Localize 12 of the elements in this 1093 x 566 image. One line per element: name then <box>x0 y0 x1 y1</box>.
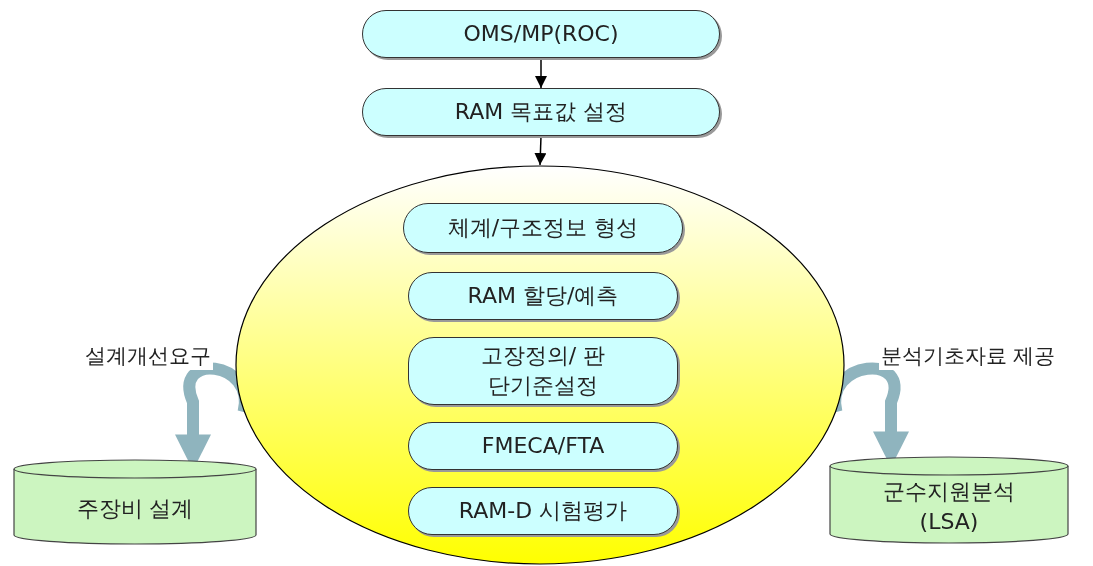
process-box: 고장정의/ 판단기준설정 <box>408 337 678 405</box>
arrow <box>535 57 547 89</box>
process-box: FMECA/FTA <box>408 422 678 470</box>
process-box: RAM 목표값 설정 <box>362 88 720 136</box>
process-box: RAM 할당/예측 <box>408 272 678 320</box>
database-cylinder: 군수지원분석 (LSA) <box>828 455 1070 545</box>
database-cylinder: 주장비 설계 <box>12 458 258 546</box>
process-box: OMS/MP(ROC) <box>362 10 720 58</box>
arrow <box>534 135 547 166</box>
process-box: 체계/구조정보 형성 <box>403 203 683 253</box>
process-box: RAM-D 시험평가 <box>408 487 678 535</box>
process-ellipse <box>235 165 845 565</box>
